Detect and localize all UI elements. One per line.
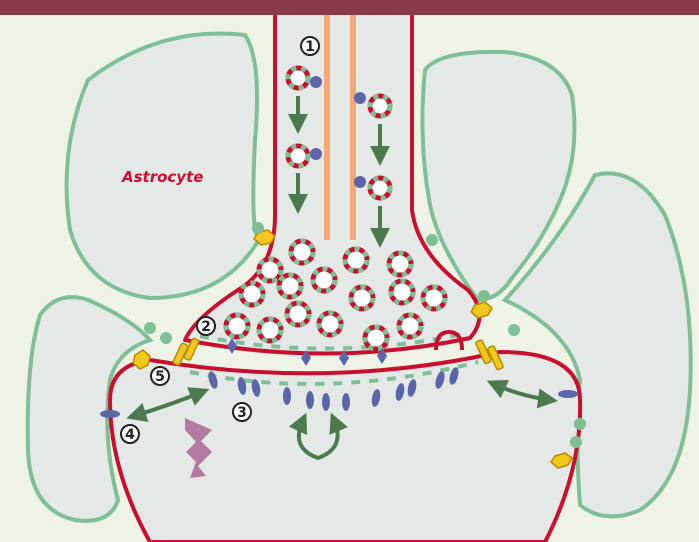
marker-4-label: 4 <box>125 427 135 443</box>
astrocyte-upper-left <box>67 33 260 298</box>
marker-1: 1 <box>301 37 319 55</box>
vesicle <box>241 283 263 305</box>
vesicle <box>279 275 301 297</box>
vesicle <box>259 259 281 281</box>
vesicle <box>389 253 411 275</box>
receptor <box>322 393 330 411</box>
vesicle <box>291 241 313 263</box>
astrocyte-label: Astrocyte <box>121 168 203 186</box>
marker-2: 2 <box>197 317 215 335</box>
marker-5-label: 5 <box>155 369 165 385</box>
vesicle <box>365 327 387 349</box>
marker-3: 3 <box>233 403 251 421</box>
cargo-protein <box>354 92 366 104</box>
cargo-protein <box>354 176 366 188</box>
cargo-protein <box>310 76 322 88</box>
receptor <box>342 393 350 411</box>
vesicle <box>259 319 281 341</box>
marker-2-label: 2 <box>201 319 211 335</box>
vesicle <box>345 249 367 271</box>
receptor <box>306 391 314 409</box>
cargo-protein <box>310 148 322 160</box>
vesicle <box>423 287 445 309</box>
vesicle <box>313 269 335 291</box>
vesicle <box>391 281 413 303</box>
top-band <box>0 0 699 15</box>
marker-4: 4 <box>121 425 139 443</box>
vesicle <box>226 315 248 337</box>
vesicle <box>399 315 421 337</box>
marker-1-label: 1 <box>305 39 315 55</box>
receptor <box>283 387 291 405</box>
receptor-extrasynaptic-left <box>100 410 120 418</box>
vesicle <box>319 313 341 335</box>
vesicle <box>351 287 373 309</box>
marker-3-label: 3 <box>237 405 247 421</box>
postsynaptic-neuron <box>110 352 580 542</box>
receptor-extrasynaptic-right <box>558 390 578 398</box>
microtubule <box>324 15 330 240</box>
vesicle <box>287 303 309 325</box>
microtubule <box>350 15 356 240</box>
marker-5: 5 <box>151 367 169 385</box>
